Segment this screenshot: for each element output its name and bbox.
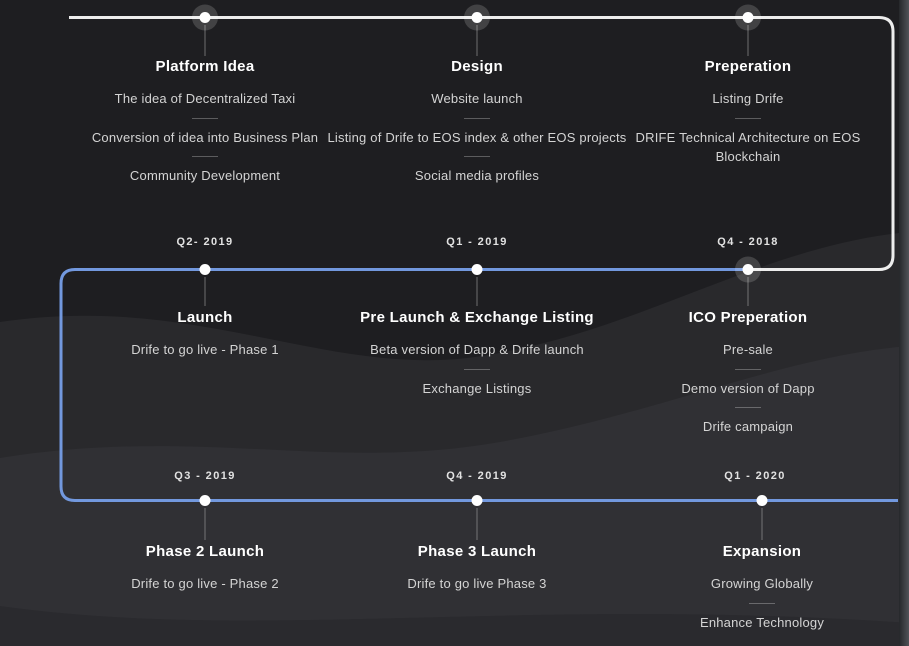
milestone-phase-3-launch: Phase 3 Launch Drife to go live Phase 3: [327, 543, 627, 594]
timeline-dot: [199, 264, 211, 275]
quarter-label: Q4 - 2018: [717, 236, 779, 248]
item-divider: [464, 117, 490, 119]
milestone-title: Preperation: [704, 58, 792, 75]
quarter-label: Q1 - 2019: [446, 236, 508, 248]
timeline-dot: [742, 12, 754, 23]
milestone-title: Pre Launch & Exchange Listing: [360, 309, 594, 326]
quarter-label: Q4 - 2019: [446, 470, 508, 482]
background-wave-bottom: [0, 606, 909, 646]
item-divider: [735, 407, 761, 408]
milestone-design: Design Website launch Listing of Drife t…: [327, 58, 627, 186]
timeline-dot: [471, 12, 483, 23]
connector-lines: [204, 25, 763, 540]
milestone-item: Drife to go live - Phase 2: [131, 576, 279, 591]
milestone-item: Demo version of Dapp: [681, 380, 815, 396]
milestone-item: Pre-sale: [722, 342, 773, 357]
timeline-dot: [471, 495, 483, 506]
milestone-item: Social media profiles: [414, 168, 540, 183]
timeline-dot: [199, 12, 211, 23]
milestone-title: Phase 2 Launch: [145, 543, 265, 560]
item-divider: [735, 368, 761, 370]
milestone-title: Platform Idea: [155, 58, 255, 75]
milestone-preperation: Preperation Listing Drife DRIFE Technica…: [608, 58, 888, 167]
milestone-item: Growing Globally: [710, 576, 814, 591]
timeline-dot: [199, 495, 211, 506]
milestone-ico-preperation: ICO Preperation Pre-sale Demo version of…: [598, 309, 898, 437]
milestone-platform-idea: Platform Idea The idea of Decentralized …: [55, 58, 355, 186]
milestone-item: Beta version of Dapp & Drife launch: [370, 342, 584, 357]
milestone-title: Phase 3 Launch: [417, 543, 537, 560]
milestone-expansion: Expansion Growing Globally Enhance Techn…: [612, 543, 909, 632]
milestone-item: Listing Drife: [712, 91, 784, 106]
milestone-title: Design: [451, 58, 503, 75]
timeline-path-white: [69, 16, 895, 271]
timeline-dot: [756, 495, 768, 506]
quarter-label: Q1 - 2020: [724, 470, 786, 482]
milestone-item: Exchange Listings: [422, 380, 532, 396]
milestone-launch: Launch Drife to go live - Phase 1: [55, 309, 355, 360]
milestone-item: Enhance Technology: [699, 614, 825, 630]
milestone-item: DRIFE Technical Architecture on EOS Bloc…: [635, 129, 861, 165]
milestone-phase-2-launch: Phase 2 Launch Drife to go live - Phase …: [55, 543, 355, 594]
timeline-dot: [742, 264, 754, 275]
milestone-title: Launch: [177, 309, 233, 326]
milestone-item: Drife campaign: [702, 419, 794, 434]
milestone-item: The idea of Decentralized Taxi: [114, 91, 296, 106]
milestone-item: Listing of Drife to EOS index & other EO…: [327, 129, 627, 145]
item-divider: [192, 117, 218, 119]
quarter-label: Q2- 2019: [176, 236, 234, 248]
milestone-item: Drife to go live Phase 3: [407, 576, 547, 591]
timeline-dots: [199, 12, 768, 506]
timeline-path-blue: [59, 268, 898, 502]
background-wave-lower: [0, 346, 909, 646]
milestone-item: Conversion of idea into Business Plan: [91, 129, 319, 145]
milestone-title: Expansion: [722, 543, 802, 560]
milestone-title: ICO Preperation: [688, 309, 808, 326]
timeline-dot: [471, 264, 483, 275]
milestone-item: Drife to go live - Phase 1: [131, 342, 279, 357]
milestone-item: Website launch: [431, 91, 523, 106]
item-divider: [749, 602, 775, 604]
item-divider: [192, 156, 218, 157]
item-divider: [464, 368, 490, 370]
item-divider: [464, 156, 490, 157]
quarter-label: Q3 - 2019: [174, 470, 236, 482]
milestone-item: Community Development: [129, 168, 281, 183]
right-edge-strip: [899, 0, 909, 646]
item-divider: [735, 117, 761, 119]
milestone-pre-launch-exchange-listing: Pre Launch & Exchange Listing Beta versi…: [327, 309, 627, 398]
